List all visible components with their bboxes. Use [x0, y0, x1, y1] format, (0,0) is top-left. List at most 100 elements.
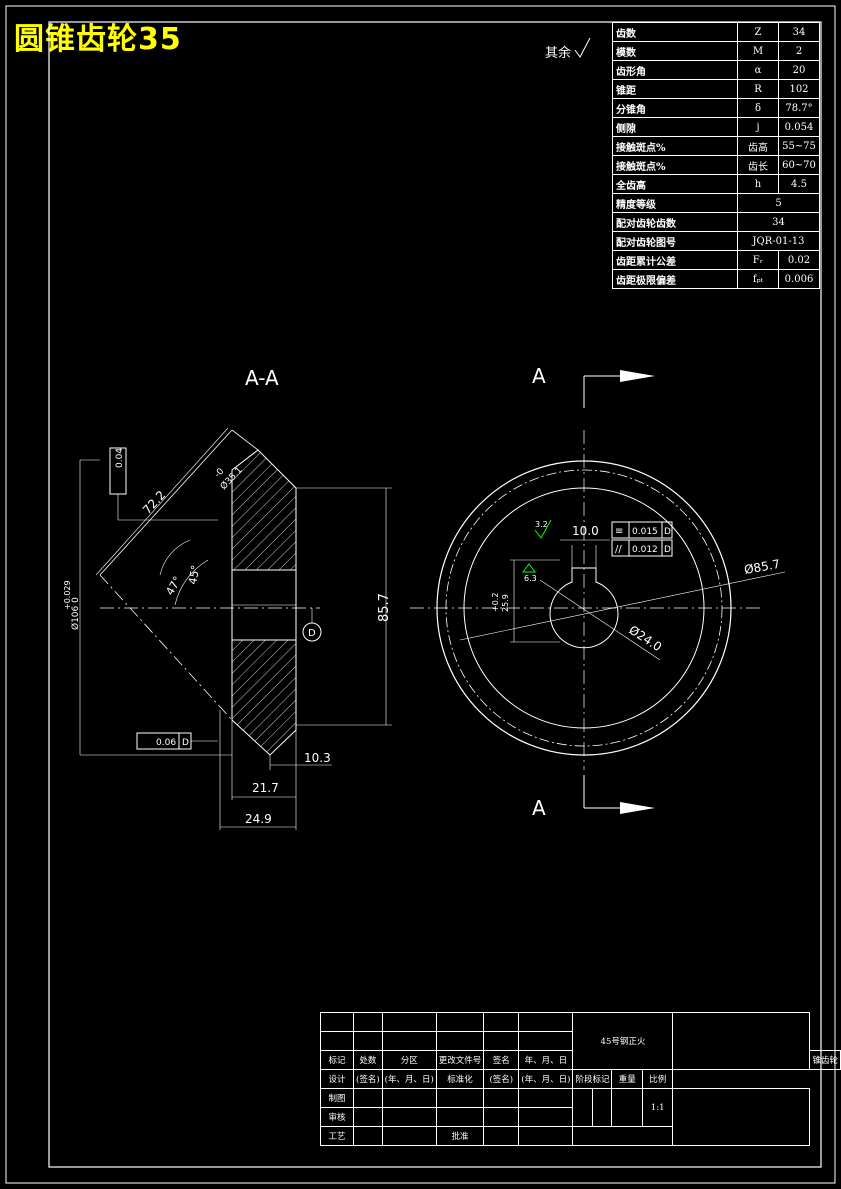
section-arrow-bottom-icon — [620, 802, 655, 814]
param-name: 精度等级 — [612, 193, 738, 213]
symmetry-tol: 0.015 — [632, 527, 658, 537]
param-symbol: Z — [737, 22, 779, 42]
param-name: 齿形角 — [612, 60, 738, 80]
title-block-design-cell: 标准化 — [435, 1069, 485, 1089]
param-value: 0.02 — [778, 250, 820, 270]
approve-label: 批准 — [435, 1126, 485, 1146]
param-name: 配对齿轮图号 — [612, 231, 738, 251]
param-symbol: j — [737, 117, 779, 137]
title-block-label: 标记 — [320, 1050, 354, 1070]
param-symbol: δ — [737, 98, 779, 118]
title-block-design-cell: (年、月、日) — [518, 1069, 574, 1089]
param-name: 锥距 — [612, 79, 738, 99]
title-block-label: 处数 — [353, 1050, 383, 1070]
check-label: 审核 — [320, 1107, 354, 1127]
dim-bore-tol: +0.2 — [491, 593, 500, 612]
parallel-icon: // — [615, 544, 622, 555]
param-name: 齿数 — [612, 22, 738, 42]
roughness-3-2-icon — [534, 519, 552, 539]
datum-d-label: D — [308, 628, 316, 639]
param-name: 侧隙 — [612, 117, 738, 137]
parallel-datum: D — [664, 545, 671, 555]
param-name: 分锥角 — [612, 98, 738, 118]
dim-ang45: 45° — [186, 564, 202, 585]
title-block: 45号钢正火 标记处数分区更改文件号签名年、月、日锥齿轮 设计(签名)(年、月、… — [320, 1012, 841, 1146]
param-value: 5 — [737, 193, 820, 213]
scale-label: 比例 — [641, 1069, 674, 1089]
roughness-6-3-icon — [522, 563, 536, 573]
dim-10-3: 10.3 — [304, 751, 331, 765]
process-label: 工艺 — [320, 1126, 354, 1146]
symmetry-icon: ≡ — [615, 526, 623, 537]
title-block-design-cell: (年、月、日) — [381, 1069, 437, 1089]
bore-keyway — [549, 567, 619, 649]
title-block-design-cell: 设计 — [320, 1069, 354, 1089]
param-symbol: R — [737, 79, 779, 99]
param-value: 78.7° — [778, 98, 820, 118]
param-value: 0.006 — [778, 269, 820, 289]
param-value: 34 — [778, 22, 820, 42]
draft-label: 制图 — [320, 1088, 354, 1108]
param-value: 60~70 — [778, 155, 820, 175]
section-label: A-A — [245, 366, 279, 390]
param-name: 接触斑点% — [612, 155, 738, 175]
title-block-label: 年、月、日 — [518, 1050, 574, 1070]
runout-datum-2: D — [182, 738, 189, 748]
param-symbol: α — [737, 60, 779, 80]
title-block-design-cell: (签名) — [483, 1069, 520, 1089]
drawing-title: 圆锥齿轮35 — [14, 22, 182, 57]
param-value: JQR-01-13 — [737, 231, 820, 251]
outer-circle — [436, 460, 732, 756]
param-value: 20 — [778, 60, 820, 80]
param-symbol: M — [737, 41, 779, 61]
param-symbol: Fᵣ — [737, 250, 779, 270]
dim-24-9: 24.9 — [245, 812, 272, 826]
scale-value: 1:1 — [641, 1088, 674, 1127]
param-symbol: h — [737, 174, 779, 194]
roughness-6-3: 6.3 — [524, 574, 537, 583]
parallel-tol: 0.012 — [632, 545, 658, 555]
param-value: 4.5 — [778, 174, 820, 194]
dim-dia85-7: Ø85.7 — [743, 557, 781, 577]
roughness-note: 其余 — [545, 45, 571, 61]
view-label-top: A — [532, 364, 546, 388]
section-arrow-top-icon — [620, 370, 655, 382]
dim-key-10: 10.0 — [572, 524, 599, 538]
title-block-label: 分区 — [381, 1050, 437, 1070]
dim-ang47: 47° — [163, 574, 184, 597]
dim-85-7: 85.7 — [377, 593, 392, 622]
param-name: 配对齿轮齿数 — [612, 212, 738, 232]
param-name: 模数 — [612, 41, 738, 61]
title-block-design-cell: (签名) — [353, 1069, 383, 1089]
param-value: 34 — [737, 212, 820, 232]
title-block-label: 签名 — [483, 1050, 520, 1070]
dim-tol106: +0.029 — [63, 580, 72, 610]
dim-21-7: 21.7 — [252, 781, 279, 795]
dim-dia106: Ø106 0 — [70, 597, 81, 630]
dim-dia24: Ø24.0 — [626, 623, 664, 654]
param-name: 全齿高 — [612, 174, 738, 194]
param-value: 102 — [778, 79, 820, 99]
roughness-check-icon — [574, 37, 591, 58]
hub-circle — [463, 487, 705, 729]
section-hatch-lower — [231, 639, 297, 756]
section-hatch-upper — [231, 449, 297, 571]
symmetry-datum: D — [664, 527, 671, 537]
param-name: 齿距累计公差 — [612, 250, 738, 270]
param-symbol: 齿长 — [737, 155, 779, 175]
dim-bore: 25.9 — [501, 594, 510, 612]
roughness-3-2: 3.2 — [535, 520, 548, 529]
outer-border — [5, 5, 836, 1184]
